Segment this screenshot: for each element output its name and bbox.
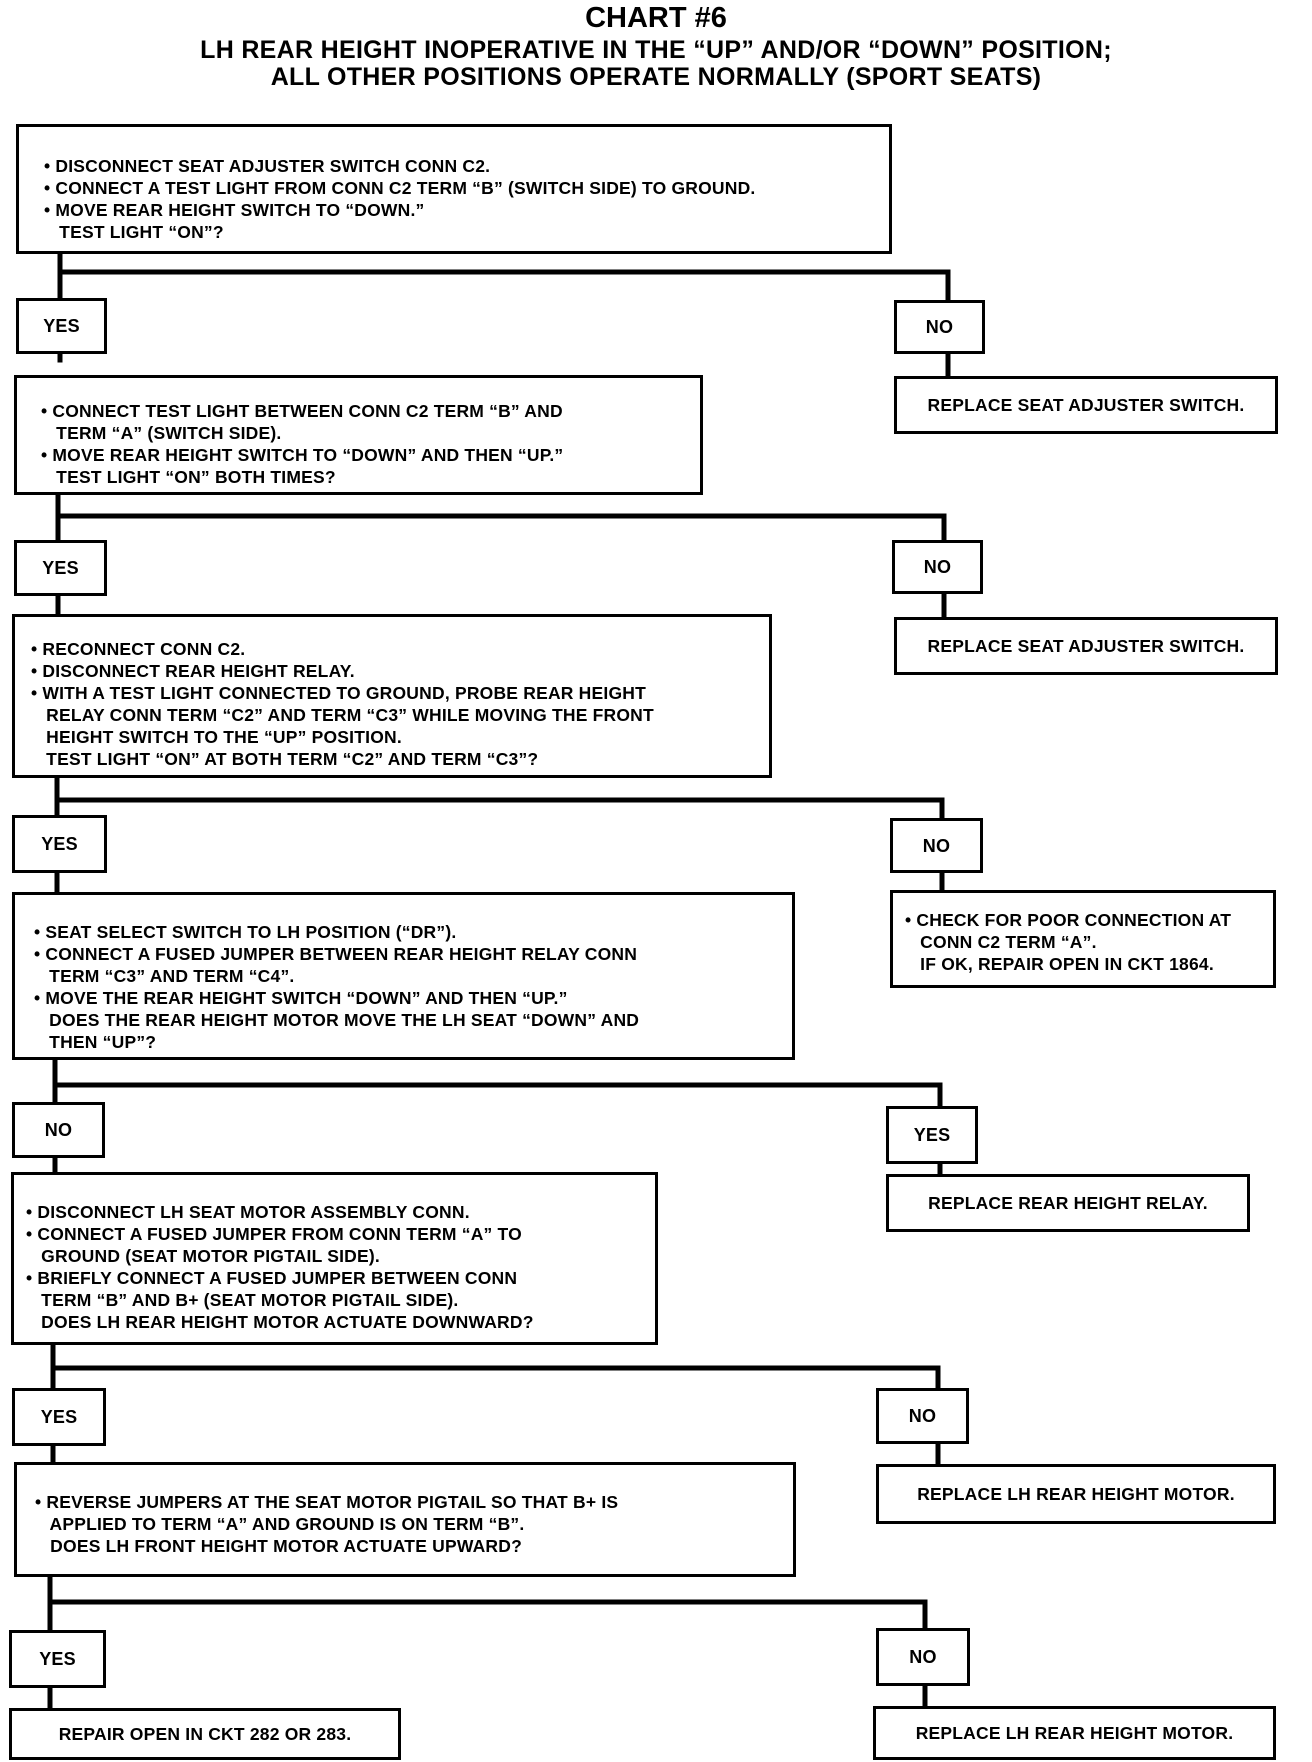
result-7-text: REPLACE LH REAR HEIGHT MOTOR. bbox=[915, 1723, 1234, 1743]
step-4-box: • SEAT SELECT SWITCH TO LH POSITION (“DR… bbox=[12, 892, 795, 1060]
branch-4-yes-label: YES bbox=[886, 1106, 978, 1164]
branch-2-yes-label: YES bbox=[14, 540, 107, 596]
result-replace-lh-rear-height-motor-2: REPLACE LH REAR HEIGHT MOTOR. bbox=[873, 1706, 1276, 1760]
chart-title-line-2: ALL OTHER POSITIONS OPERATE NORMALLY (SP… bbox=[270, 63, 1042, 91]
step-5-text: • DISCONNECT LH SEAT MOTOR ASSEMBLY CONN… bbox=[26, 1201, 655, 1333]
step-5-line: DOES LH REAR HEIGHT MOTOR ACTUATE DOWNWA… bbox=[26, 1312, 534, 1332]
step-2-text: • CONNECT TEST LIGHT BETWEEN CONN C2 TER… bbox=[41, 400, 700, 488]
step-6-line: APPLIED TO TERM “A” AND GROUND IS ON TER… bbox=[35, 1514, 525, 1534]
connector-4 bbox=[52, 1057, 943, 1179]
step-6-box: • REVERSE JUMPERS AT THE SEAT MOTOR PIGT… bbox=[14, 1462, 796, 1577]
step-2-box: • CONNECT TEST LIGHT BETWEEN CONN C2 TER… bbox=[14, 375, 703, 495]
step-5-line: • DISCONNECT LH SEAT MOTOR ASSEMBLY CONN… bbox=[26, 1202, 470, 1222]
step-4-line: • CONNECT A FUSED JUMPER BETWEEN REAR HE… bbox=[34, 944, 638, 964]
chart-title-line-1: LH REAR HEIGHT INOPERATIVE IN THE “UP” A… bbox=[200, 36, 1112, 64]
connector-1 bbox=[57, 249, 951, 379]
step-4-line: DOES THE REAR HEIGHT MOTOR MOVE THE LH S… bbox=[34, 1010, 640, 1030]
step-3-line: • RECONNECT CONN C2. bbox=[31, 639, 246, 659]
branch-1-no-label: NO bbox=[894, 300, 985, 354]
connector-2 bbox=[55, 490, 947, 620]
connector-3 bbox=[54, 774, 945, 895]
result-6-text: REPAIR OPEN IN CKT 282 OR 283. bbox=[58, 1724, 352, 1744]
branch-6-yes-label: YES bbox=[9, 1630, 106, 1688]
result-replace-rear-height-relay: REPLACE REAR HEIGHT RELAY. bbox=[886, 1174, 1250, 1232]
step-1-line: TEST LIGHT “ON”? bbox=[44, 222, 224, 242]
result-4-text: REPLACE REAR HEIGHT RELAY. bbox=[928, 1193, 1208, 1213]
step-5-line: • CONNECT A FUSED JUMPER FROM CONN TERM … bbox=[26, 1224, 522, 1244]
result-3-line: IF OK, REPAIR OPEN IN CKT 1864. bbox=[905, 954, 1214, 974]
step-5-line: • BRIEFLY CONNECT A FUSED JUMPER BETWEEN… bbox=[26, 1268, 518, 1288]
step-1-text: • DISCONNECT SEAT ADJUSTER SWITCH CONN C… bbox=[44, 155, 889, 243]
step-3-line: HEIGHT SWITCH TO THE “UP” POSITION. bbox=[31, 727, 402, 747]
step-6-line: DOES LH FRONT HEIGHT MOTOR ACTUATE UPWAR… bbox=[35, 1536, 522, 1556]
step-4-line: • SEAT SELECT SWITCH TO LH POSITION (“DR… bbox=[34, 922, 457, 942]
branch-5-yes-label: YES bbox=[12, 1388, 106, 1446]
step-3-line: • WITH A TEST LIGHT CONNECTED TO GROUND,… bbox=[31, 683, 646, 703]
connector-5 bbox=[50, 1342, 941, 1469]
result-3-line: CONN C2 TERM “A”. bbox=[905, 932, 1097, 952]
result-3-line: • CHECK FOR POOR CONNECTION AT bbox=[905, 910, 1232, 930]
step-3-line: • DISCONNECT REAR HEIGHT RELAY. bbox=[31, 661, 355, 681]
step-4-line: TERM “C3” AND TERM “C4”. bbox=[34, 966, 295, 986]
chart-number: CHART #6 bbox=[585, 2, 727, 34]
branch-2-no-label: NO bbox=[892, 540, 983, 594]
step-4-line: THEN “UP”? bbox=[34, 1032, 157, 1052]
result-replace-lh-rear-height-motor-1: REPLACE LH REAR HEIGHT MOTOR. bbox=[876, 1464, 1276, 1524]
branch-3-no-label: NO bbox=[890, 818, 983, 873]
step-1-line: • CONNECT A TEST LIGHT FROM CONN C2 TERM… bbox=[44, 178, 756, 198]
step-5-box: • DISCONNECT LH SEAT MOTOR ASSEMBLY CONN… bbox=[11, 1172, 658, 1345]
step-5-line: TERM “B” AND B+ (SEAT MOTOR PIGTAIL SIDE… bbox=[26, 1290, 459, 1310]
step-6-text: • REVERSE JUMPERS AT THE SEAT MOTOR PIGT… bbox=[35, 1491, 793, 1557]
branch-3-yes-label: YES bbox=[12, 815, 107, 873]
step-3-box: • RECONNECT CONN C2. • DISCONNECT REAR H… bbox=[12, 614, 772, 778]
step-3-line: TEST LIGHT “ON” AT BOTH TERM “C2” AND TE… bbox=[31, 749, 539, 769]
step-2-line: • CONNECT TEST LIGHT BETWEEN CONN C2 TER… bbox=[41, 401, 563, 421]
result-3-text: • CHECK FOR POOR CONNECTION AT CONN C2 T… bbox=[905, 909, 1273, 975]
step-4-text: • SEAT SELECT SWITCH TO LH POSITION (“DR… bbox=[34, 921, 792, 1053]
result-repair-open-ckt: REPAIR OPEN IN CKT 282 OR 283. bbox=[9, 1708, 401, 1760]
step-2-line: TEST LIGHT “ON” BOTH TIMES? bbox=[41, 467, 336, 487]
step-1-line: • MOVE REAR HEIGHT SWITCH TO “DOWN.” bbox=[44, 200, 425, 220]
step-1-line: • DISCONNECT SEAT ADJUSTER SWITCH CONN C… bbox=[44, 156, 491, 176]
connector-6 bbox=[47, 1572, 928, 1717]
step-1-box: • DISCONNECT SEAT ADJUSTER SWITCH CONN C… bbox=[16, 124, 892, 254]
step-3-line: RELAY CONN TERM “C2” AND TERM “C3” WHILE… bbox=[31, 705, 654, 725]
branch-4-no-label: NO bbox=[12, 1102, 105, 1158]
step-2-line: • MOVE REAR HEIGHT SWITCH TO “DOWN” AND … bbox=[41, 445, 564, 465]
result-replace-seat-adjuster-switch-2: REPLACE SEAT ADJUSTER SWITCH. bbox=[894, 617, 1278, 675]
step-4-line: • MOVE THE REAR HEIGHT SWITCH “DOWN” AND… bbox=[34, 988, 568, 1008]
step-5-line: GROUND (SEAT MOTOR PIGTAIL SIDE). bbox=[26, 1246, 380, 1266]
step-6-line: • REVERSE JUMPERS AT THE SEAT MOTOR PIGT… bbox=[35, 1492, 619, 1512]
result-2-text: REPLACE SEAT ADJUSTER SWITCH. bbox=[927, 636, 1245, 656]
branch-1-yes-label: YES bbox=[16, 298, 107, 354]
step-2-line: TERM “A” (SWITCH SIDE). bbox=[41, 423, 282, 443]
result-1-text: REPLACE SEAT ADJUSTER SWITCH. bbox=[927, 395, 1245, 415]
step-3-text: • RECONNECT CONN C2. • DISCONNECT REAR H… bbox=[31, 638, 769, 770]
branch-6-no-label: NO bbox=[876, 1628, 970, 1686]
result-5-text: REPLACE LH REAR HEIGHT MOTOR. bbox=[917, 1484, 1235, 1504]
branch-5-no-label: NO bbox=[876, 1388, 969, 1444]
result-replace-seat-adjuster-switch-1: REPLACE SEAT ADJUSTER SWITCH. bbox=[894, 376, 1278, 434]
result-check-poor-connection: • CHECK FOR POOR CONNECTION AT CONN C2 T… bbox=[890, 890, 1276, 988]
